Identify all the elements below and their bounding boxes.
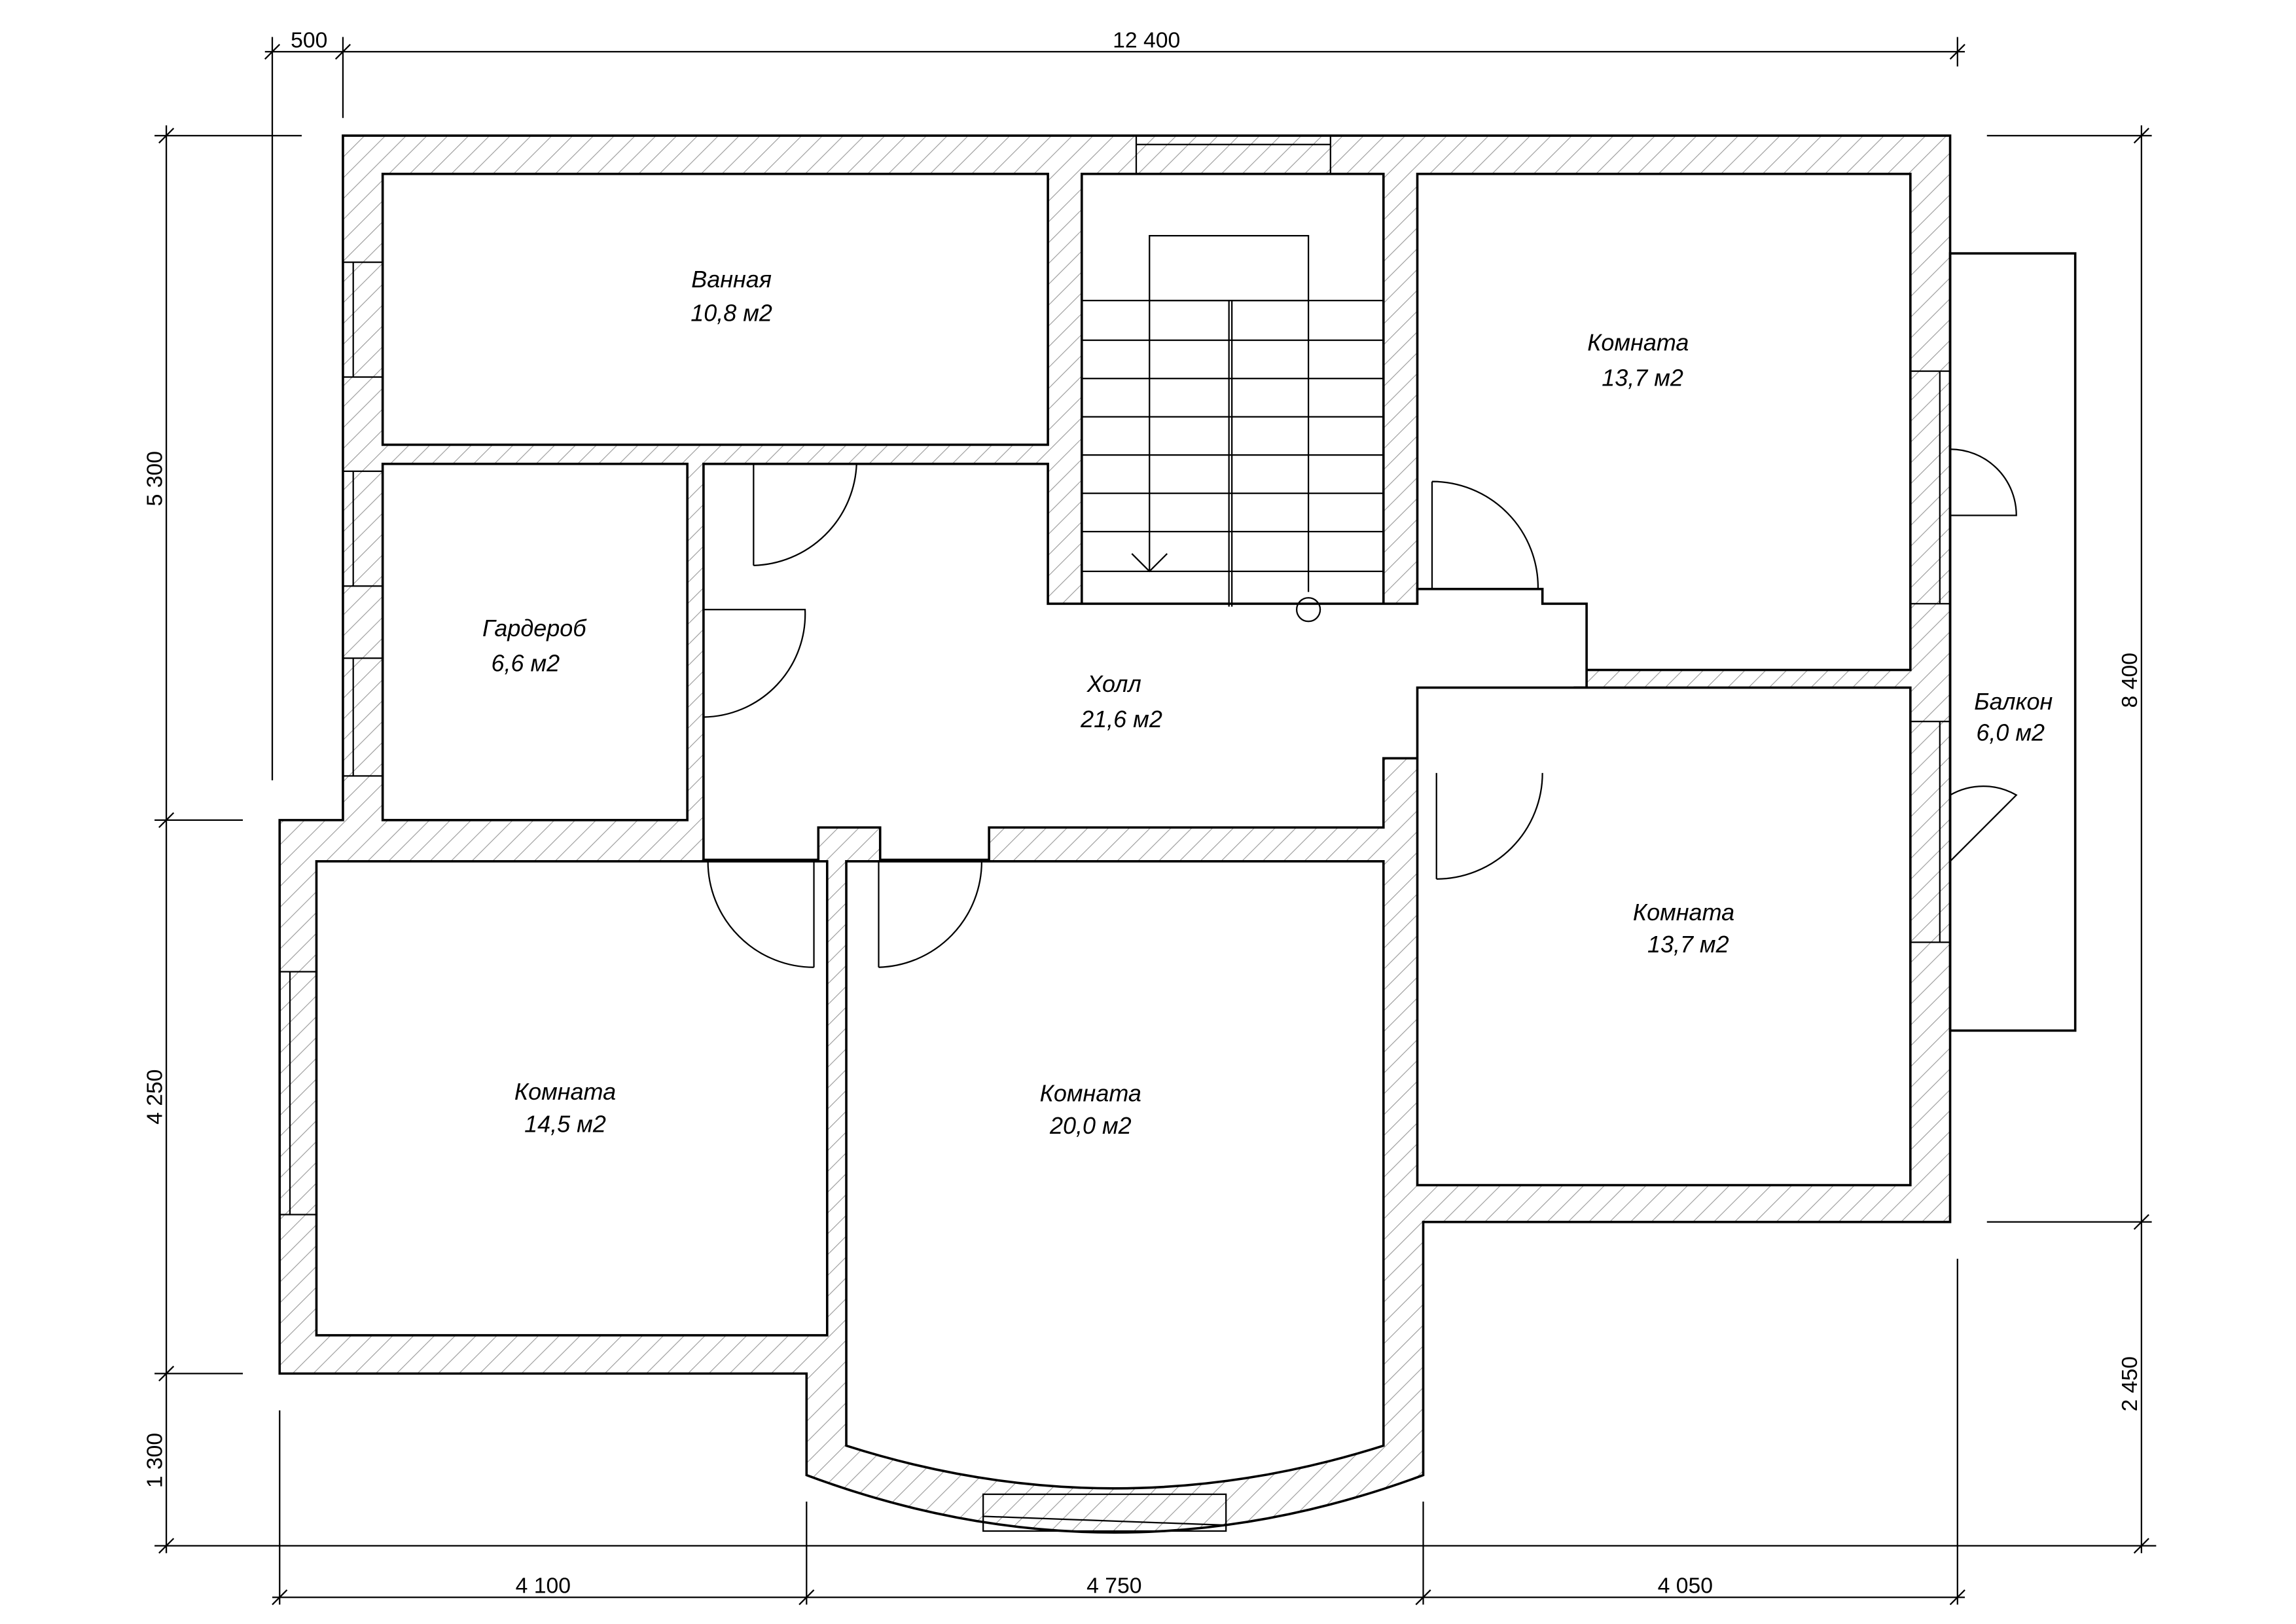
- room-area: 20,0 м2: [1049, 1112, 1132, 1139]
- dimension-label: 4 750: [1086, 1573, 1141, 1598]
- dimension-label: 1 300: [142, 1433, 167, 1488]
- room-area: 6,0 м2: [1976, 719, 2045, 746]
- balcony: [1948, 252, 2077, 1032]
- dimension-label: 5 300: [142, 451, 167, 506]
- arrow-down-icon: [1131, 553, 1168, 573]
- room-left-bottom: [315, 860, 829, 1337]
- room-name: Холл: [1086, 670, 1141, 697]
- room-name: Комната: [1633, 899, 1734, 926]
- room-name: Комната: [514, 1078, 616, 1105]
- room-bathroom: [381, 172, 1049, 446]
- room-name: Комната: [1040, 1079, 1141, 1106]
- dimension-label: 4 250: [142, 1069, 167, 1124]
- dimension-label: 4 050: [1658, 1573, 1713, 1598]
- room-area: 13,7 м2: [1602, 364, 1683, 391]
- room-area: 14,5 м2: [524, 1111, 606, 1138]
- dimension-label: 12 400: [1113, 27, 1180, 52]
- dimension-label: 8 400: [2117, 653, 2142, 708]
- staircase: [1081, 235, 1384, 623]
- room-top-right: [1416, 172, 1912, 672]
- room-name: Балкон: [1974, 688, 2053, 715]
- room-name: Гардероб: [482, 615, 587, 641]
- dimension-label: 2 450: [2117, 1356, 2142, 1411]
- windows: [279, 135, 1951, 1532]
- doors: [703, 448, 2018, 968]
- room-area: 10,8 м2: [691, 300, 772, 327]
- room-right-middle: [1416, 686, 1912, 1187]
- dimension-label: 4 100: [516, 1573, 571, 1598]
- room-area: 13,7 м2: [1647, 931, 1729, 958]
- room-area: 6,6 м2: [491, 650, 560, 677]
- room-area: 21,6 м2: [1080, 706, 1162, 732]
- room-name: Ванная: [691, 266, 772, 293]
- dimension-label: 500: [291, 27, 327, 52]
- room-name: Комната: [1587, 329, 1689, 356]
- room-wardrobe: [381, 462, 689, 821]
- room-bottom-center: [845, 860, 1385, 1490]
- dimension-lines: [154, 37, 2157, 1606]
